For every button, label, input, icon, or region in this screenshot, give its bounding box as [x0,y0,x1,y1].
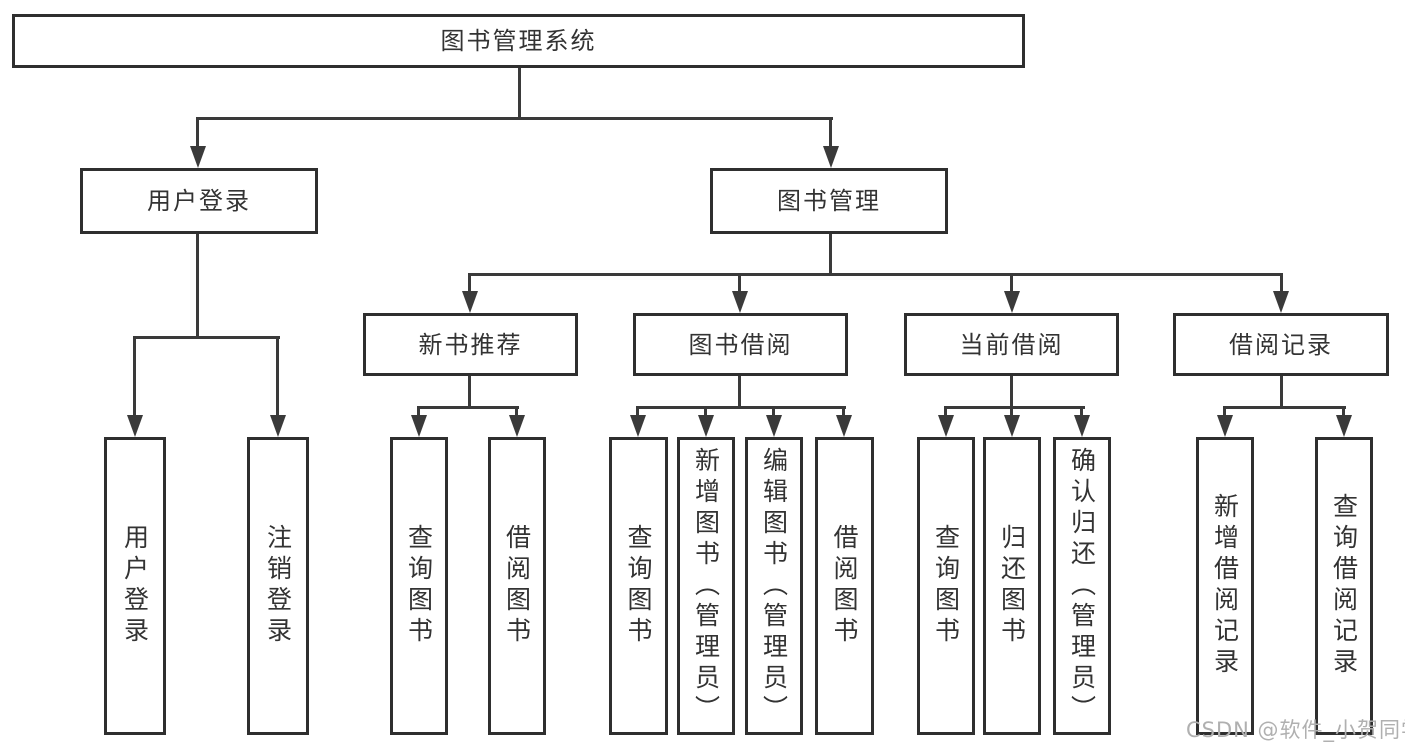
connector-cb-stem [1010,376,1013,409]
node-bb-query-label: 查询图书 [624,524,653,648]
arrowhead-user-login [190,146,206,168]
node-borrow-records-label: 借阅记录 [1229,330,1333,359]
node-cb-confirm-label: 确认归还（管理员） [1067,446,1097,726]
arrowhead-br-add [1217,415,1233,437]
arrowhead-logout-leaf [270,415,286,437]
connector-br-add-shaft [1223,406,1226,418]
node-logout-leaf: 注销登录 [247,437,309,735]
arrowhead-current-borrow [1004,291,1020,313]
node-nbr-query: 查询图书 [390,437,448,735]
arrowhead-book-mgmt [823,146,839,168]
connector-book-mgmt-stem [829,234,832,276]
connector-nbr-hbar [417,406,519,409]
node-bb-borrow: 借阅图书 [815,437,874,735]
connector-nbr-query-shaft [417,406,420,418]
arrowhead-cb-confirm [1074,415,1090,437]
node-book-mgmt: 图书管理 [710,168,948,234]
node-new-book-rec-label: 新书推荐 [418,330,523,359]
node-br-query: 查询借阅记录 [1315,437,1373,735]
connector-cb-confirm-shaft [1080,406,1083,418]
arrowhead-nbr-query [411,415,427,437]
node-logout-leaf-label: 注销登录 [263,524,293,648]
connector-borrow-records-shaft [1280,273,1283,293]
node-bb-add: 新增图书（管理员） [677,437,735,735]
node-bb-edit-label: 编辑图书（管理员） [759,446,789,726]
connector-bb-stem [738,376,741,409]
node-br-query-label: 查询借阅记录 [1329,493,1359,679]
node-book-borrow: 图书借阅 [633,313,848,376]
node-root: 图书管理系统 [12,14,1025,68]
connector-cb-hbar [944,406,1085,409]
node-current-borrow-label: 当前借阅 [959,330,1064,359]
connector-cb-return-shaft [1010,406,1013,418]
node-br-add-label: 新增借阅记录 [1210,493,1240,679]
arrowhead-br-query [1336,415,1352,437]
connector-level2-left-shaft [196,117,199,149]
node-cb-confirm: 确认归还（管理员） [1053,437,1111,735]
arrowhead-book-borrow [732,291,748,313]
connector-br-hbar [1223,406,1346,409]
node-new-book-rec: 新书推荐 [363,313,578,376]
arrowhead-borrow-records [1273,291,1289,313]
arrowhead-user-login-leaf [127,415,143,437]
node-nbr-borrow: 借阅图书 [488,437,546,735]
connector-current-borrow-shaft [1010,273,1013,293]
node-root-label: 图书管理系统 [440,27,597,55]
node-user-login: 用户登录 [80,168,318,234]
connector-user-login-stem [196,234,199,339]
connector-br-query-shaft [1342,406,1345,418]
node-bb-edit: 编辑图书（管理员） [745,437,803,735]
connector-level3-hbar [468,273,1283,276]
node-br-add: 新增借阅记录 [1196,437,1254,735]
connector-user-login-leaf-shaft [133,336,136,418]
arrowhead-bb-add [698,415,714,437]
node-bb-query: 查询图书 [609,437,668,735]
connector-bb-query-shaft [636,406,639,418]
arrowhead-bb-edit [766,415,782,437]
node-bb-borrow-label: 借阅图书 [830,524,859,648]
node-cb-query-label: 查询图书 [931,524,961,648]
connector-book-borrow-shaft [738,273,741,293]
connector-nbr-stem [468,376,471,409]
connector-nbr-borrow-shaft [515,406,518,418]
node-borrow-records: 借阅记录 [1173,313,1389,376]
node-user-login-label: 用户登录 [147,187,251,215]
connector-logout-leaf-shaft [276,336,279,418]
connector-user-login-hbar [133,336,280,339]
node-user-login-leaf-label: 用户登录 [120,524,150,648]
arrowhead-bb-query [630,415,646,437]
node-bb-add-label: 新增图书（管理员） [691,446,721,726]
arrowhead-bb-borrow [836,415,852,437]
node-cb-return: 归还图书 [983,437,1041,735]
connector-root-stem [518,68,521,120]
connector-bb-edit-shaft [772,406,775,418]
node-book-mgmt-label: 图书管理 [777,187,881,215]
node-cb-query: 查询图书 [917,437,975,735]
connector-bb-add-shaft [704,406,707,418]
node-nbr-query-label: 查询图书 [404,524,434,648]
csdn-watermark: CSDN @软件_小贺同学 [1186,718,1405,742]
connector-level2-right-shaft [829,117,832,149]
arrowhead-new-book-rec [462,291,478,313]
connector-cb-query-shaft [944,406,947,418]
arrowhead-nbr-borrow [509,415,525,437]
connector-level2-hbar [196,117,833,120]
connector-new-book-rec-shaft [468,273,471,293]
node-nbr-borrow-label: 借阅图书 [502,524,532,648]
connector-br-stem [1280,376,1283,409]
connector-bb-borrow-shaft [842,406,845,418]
node-current-borrow: 当前借阅 [904,313,1119,376]
node-book-borrow-label: 图书借阅 [688,330,793,359]
node-cb-return-label: 归还图书 [997,524,1027,648]
connector-bb-hbar [636,406,846,409]
node-user-login-leaf: 用户登录 [104,437,166,735]
arrowhead-cb-query [938,415,954,437]
arrowhead-cb-return [1004,415,1020,437]
